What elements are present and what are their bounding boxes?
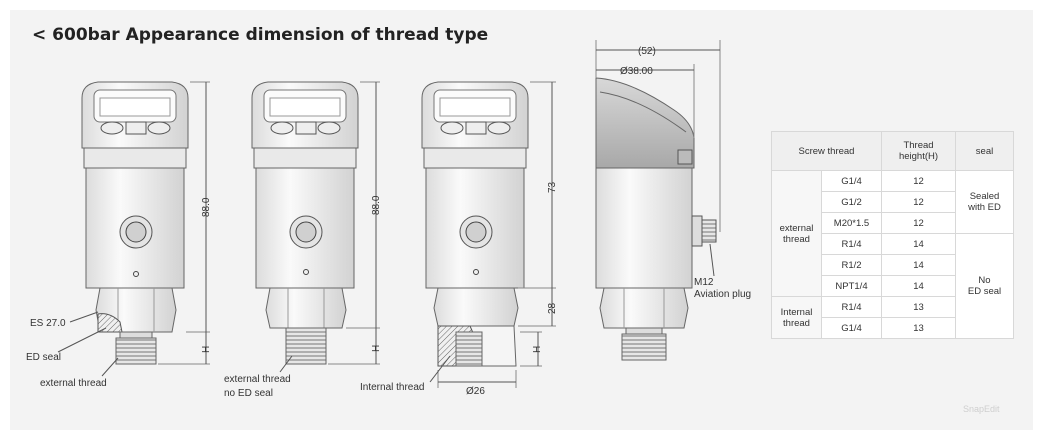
sensor-internal-thread: 73 28 H Ø26 Internal thread xyxy=(360,81,558,397)
dim-d26: Ø26 xyxy=(466,386,485,397)
label-external-thread: external thread xyxy=(40,378,107,389)
dim-length-2: 88.0 xyxy=(371,195,382,215)
table-row: NPT1/4 14 xyxy=(772,275,1014,297)
diagram-canvas: < 600bar Appearance dimension of thread … xyxy=(10,10,1033,430)
cell-thread: G1/4 xyxy=(821,317,882,339)
label-internal-thread: Internal thread xyxy=(360,382,425,393)
m12-connector-icon xyxy=(691,215,717,247)
cell-thread: R1/2 xyxy=(821,254,882,276)
label-no-ed-seal: no ED seal xyxy=(224,388,273,399)
cell-height: 12 xyxy=(881,170,956,192)
dim-length-4: 28 xyxy=(547,302,558,314)
cell-height: 13 xyxy=(881,296,956,318)
header-screw-thread: Screw thread xyxy=(771,131,882,171)
cell-height: 14 xyxy=(881,233,956,255)
table-row: M20*1.5 12 xyxy=(772,212,1014,234)
dimension-drawing: 88.0 H ES 27.0 ED seal external thread xyxy=(26,40,751,399)
dim-length-1: 88.0 xyxy=(201,197,212,217)
label-aviation-plug: Aviation plug xyxy=(694,289,751,300)
cell-height: 14 xyxy=(881,254,956,276)
watermark: SnapEdit xyxy=(963,404,1000,414)
dim-h-1: H xyxy=(201,346,212,353)
dim-h-3: H xyxy=(532,346,543,353)
header-seal: seal xyxy=(955,131,1014,171)
dim-38: Ø38.00 xyxy=(620,66,653,77)
cell-height: 12 xyxy=(881,212,956,234)
sensor-external-ed: 88.0 H ES 27.0 ED seal external thread xyxy=(26,81,212,389)
cell-height: 14 xyxy=(881,275,956,297)
label-m12: M12 xyxy=(694,277,714,288)
cell-thread: M20*1.5 xyxy=(821,212,882,234)
table-row: R1/2 14 xyxy=(772,254,1014,276)
sensor-external-no-ed: 88.0 H external thread no ED seal xyxy=(224,81,382,399)
table-row: G1/4 13 xyxy=(772,317,1014,339)
button-icons xyxy=(270,121,341,135)
page-title: < 600bar Appearance dimension of thread … xyxy=(32,25,489,45)
sensor-side-view: (52) Ø38.00 M12 Aviation plug xyxy=(595,40,751,361)
cell-height: 13 xyxy=(881,317,956,339)
cell-thread: G1/4 xyxy=(821,170,882,192)
cell-thread: R1/4 xyxy=(821,296,882,318)
dim-h-2: H xyxy=(371,345,382,352)
cell-thread: NPT1/4 xyxy=(821,275,882,297)
cell-thread: R1/4 xyxy=(821,233,882,255)
label-external-thread-2: external thread xyxy=(224,374,291,385)
dim-52: (52) xyxy=(638,46,656,57)
button-icons xyxy=(100,121,171,135)
label-es: ES 27.0 xyxy=(30,318,66,329)
table-row: G1/2 12 xyxy=(772,191,1014,213)
button-icons xyxy=(440,121,511,135)
label-ed-seal: ED seal xyxy=(26,352,61,363)
cell-height: 12 xyxy=(881,191,956,213)
dim-length-3: 73 xyxy=(547,181,558,193)
cell-thread: G1/2 xyxy=(821,191,882,213)
